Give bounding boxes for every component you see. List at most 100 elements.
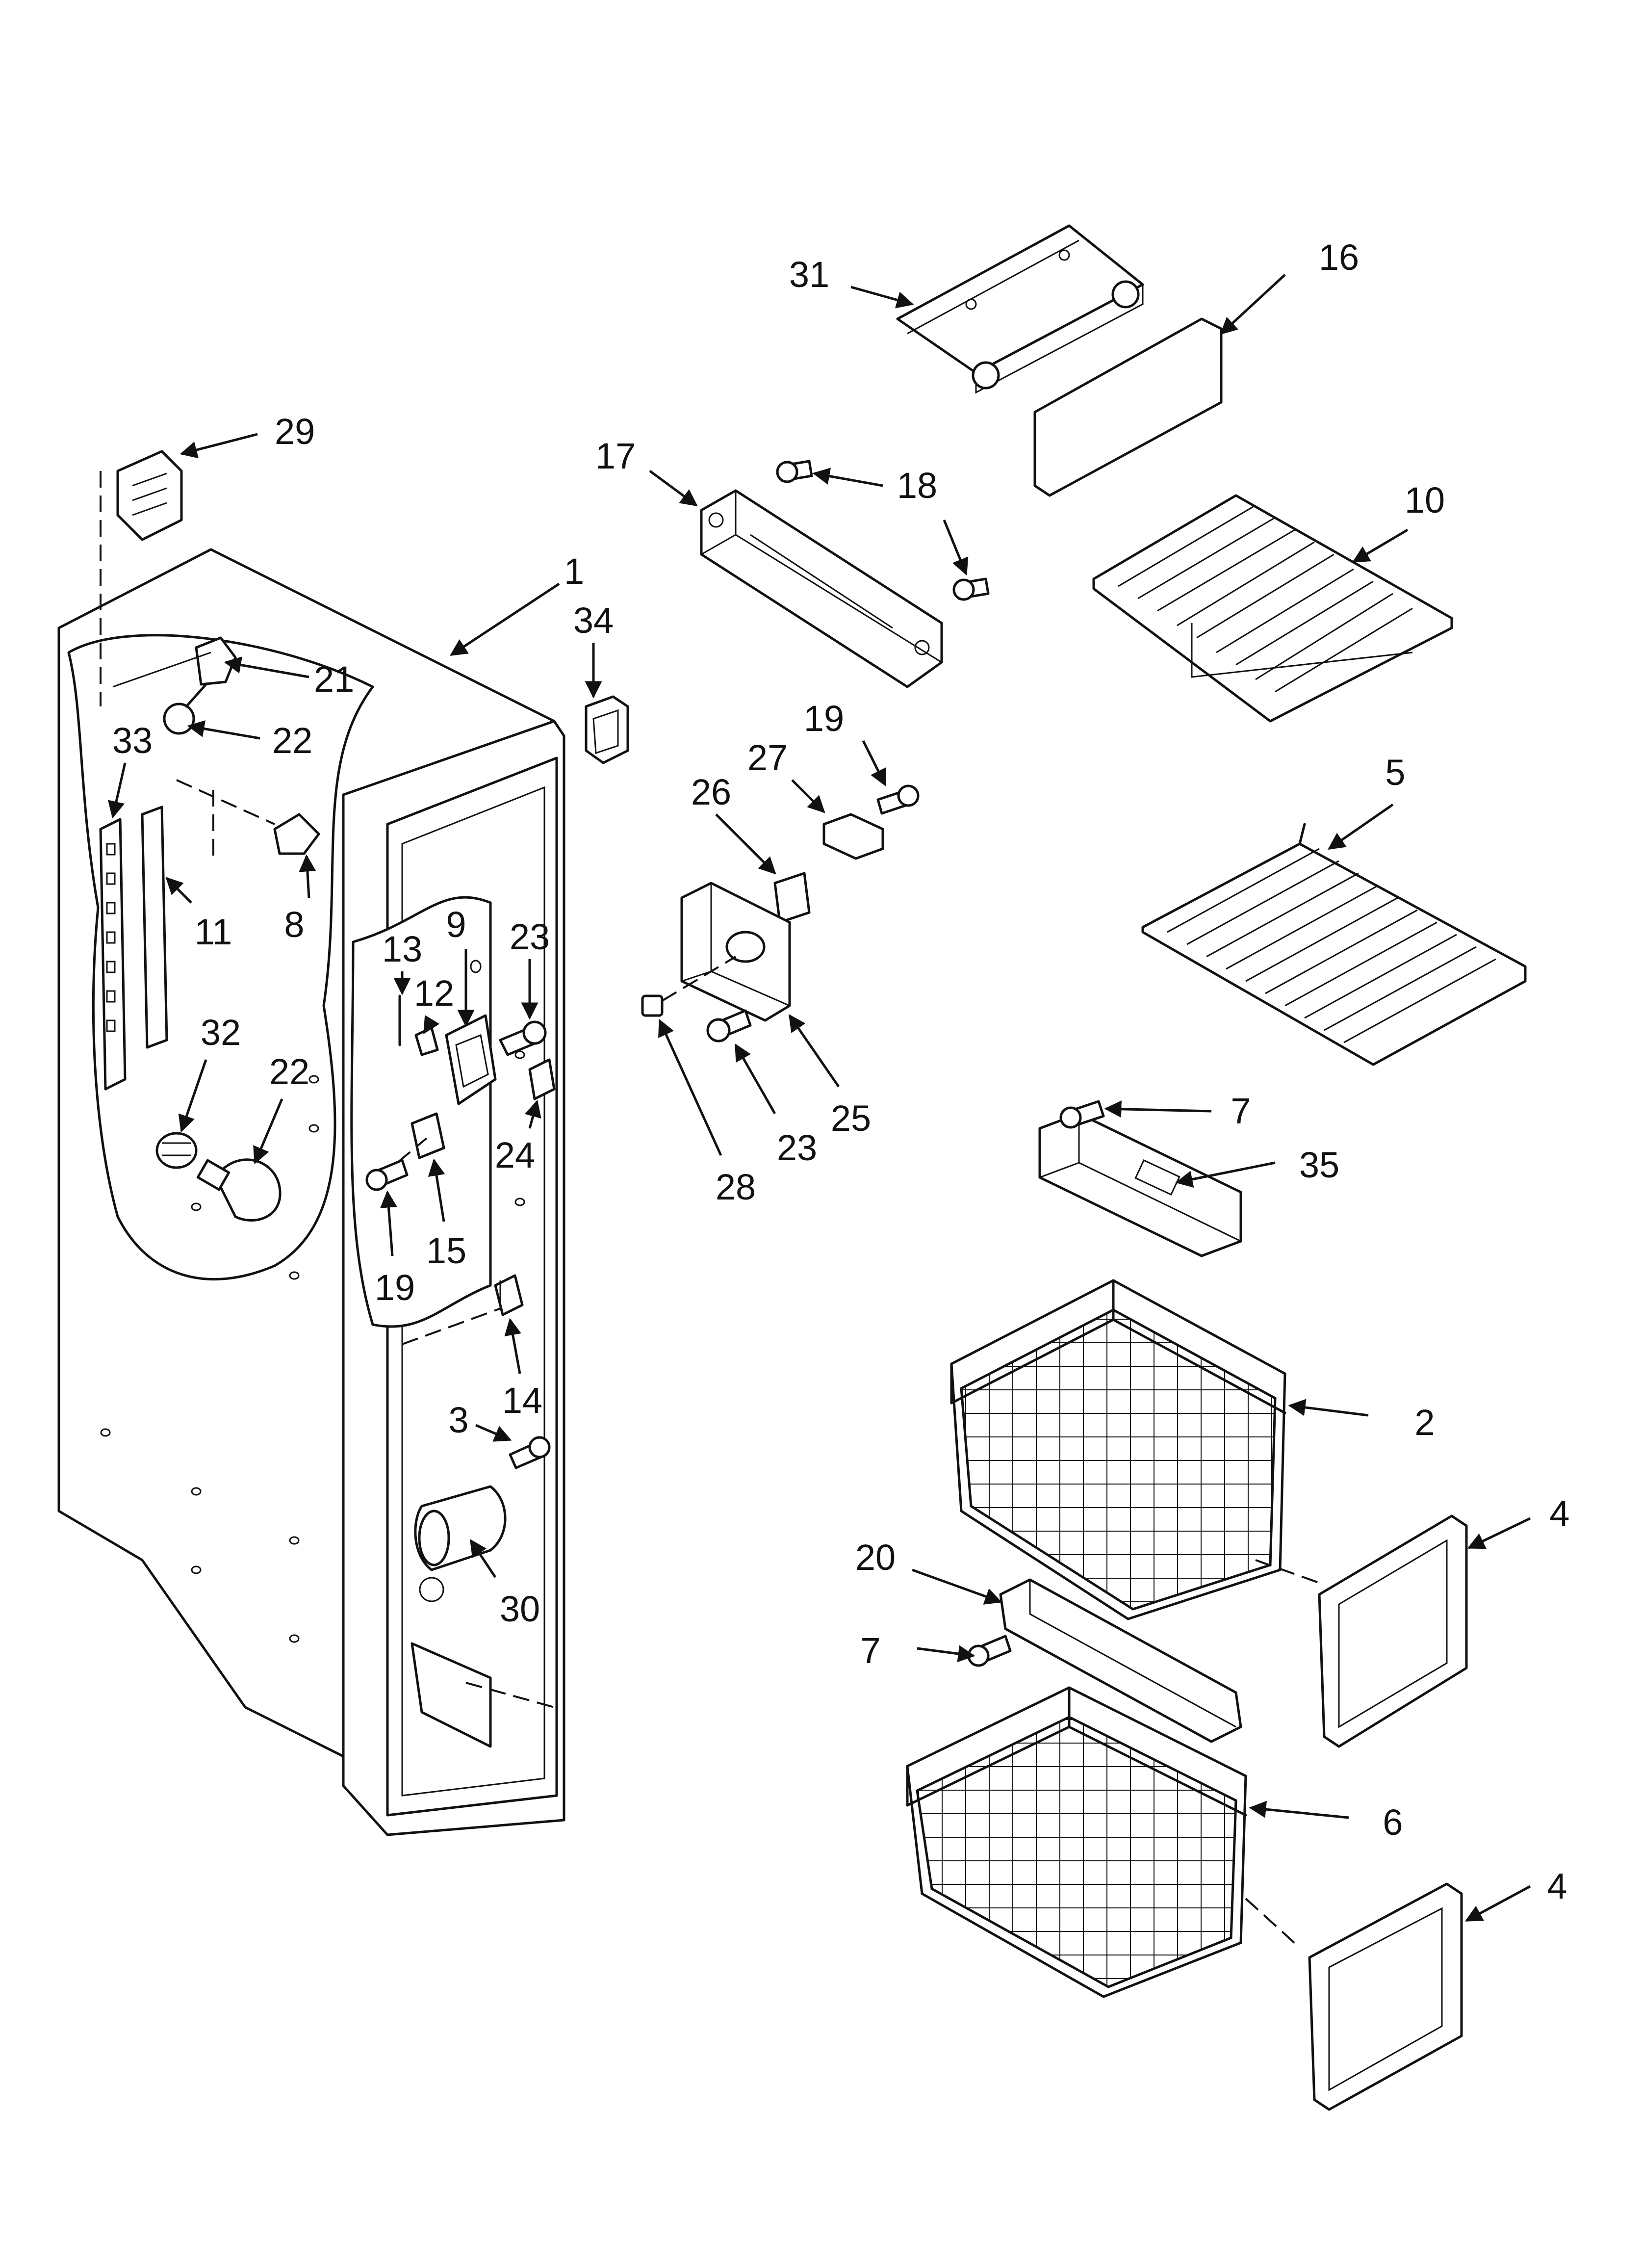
callout-7a: 7 bbox=[1231, 1091, 1251, 1131]
callout-17: 17 bbox=[595, 436, 636, 476]
callout-28: 28 bbox=[716, 1167, 756, 1207]
callout-19a: 19 bbox=[375, 1267, 415, 1308]
callout-18: 18 bbox=[897, 465, 937, 506]
part-4-drawer-front-lower bbox=[1245, 1882, 1463, 2111]
part-23-screw bbox=[499, 1020, 547, 1056]
callout-11: 11 bbox=[195, 912, 232, 952]
callout-22a: 22 bbox=[272, 720, 312, 761]
callout-30: 30 bbox=[500, 1589, 540, 1629]
part-27-board bbox=[822, 813, 884, 860]
part-14-switch bbox=[494, 1274, 524, 1316]
leader-35 bbox=[1175, 1161, 1276, 1188]
callout-32: 32 bbox=[201, 1012, 241, 1053]
leader-3 bbox=[475, 1424, 512, 1442]
leader-2 bbox=[1288, 1399, 1369, 1417]
leader-29 bbox=[180, 433, 258, 459]
leader-10 bbox=[1352, 528, 1409, 563]
leader-33 bbox=[107, 762, 127, 819]
part-31-cover bbox=[896, 224, 1144, 394]
callout-1: 1 bbox=[564, 551, 584, 592]
part-22-bulb bbox=[196, 1158, 282, 1222]
leader-23b bbox=[734, 1043, 776, 1115]
leader-28 bbox=[658, 1018, 722, 1156]
callout-35: 35 bbox=[1299, 1145, 1339, 1185]
part-6-basket bbox=[906, 1686, 1247, 1998]
callout-31: 31 bbox=[789, 254, 829, 295]
leader-26 bbox=[715, 813, 776, 875]
leader-25 bbox=[788, 1014, 840, 1088]
callout-24: 24 bbox=[495, 1135, 535, 1175]
part-35-bracket bbox=[1038, 1112, 1242, 1257]
part-7-screw-b bbox=[967, 1635, 1012, 1667]
leader-14 bbox=[504, 1318, 521, 1374]
part-33-rail bbox=[99, 818, 127, 1091]
part-23-screw-b bbox=[706, 1009, 752, 1043]
part-2-basket bbox=[950, 1279, 1325, 1620]
leader-6 bbox=[1249, 1800, 1349, 1819]
part-18-screw bbox=[776, 460, 990, 601]
callout-34: 34 bbox=[573, 600, 614, 641]
part-11-rail bbox=[141, 806, 168, 1049]
callout-5: 5 bbox=[1385, 752, 1405, 793]
part-19-screw bbox=[365, 1159, 409, 1191]
callout-23b: 23 bbox=[777, 1127, 817, 1168]
leader-30 bbox=[469, 1539, 497, 1578]
callout-8: 8 bbox=[284, 904, 304, 945]
callout-26: 26 bbox=[691, 772, 731, 812]
part-17-channel bbox=[700, 489, 943, 688]
part-34-bracket bbox=[585, 695, 629, 764]
leader-27 bbox=[791, 779, 825, 813]
leader-16 bbox=[1220, 274, 1286, 335]
callout-12: 12 bbox=[414, 973, 454, 1014]
leader-20 bbox=[912, 1568, 1002, 1605]
callout-27: 27 bbox=[747, 737, 788, 778]
part-19-screw-b bbox=[876, 784, 920, 815]
leader-lines bbox=[107, 274, 1531, 1922]
leader-7a bbox=[1104, 1100, 1212, 1118]
leader-17 bbox=[649, 469, 698, 507]
part-3-screw bbox=[509, 1436, 551, 1469]
leader-5 bbox=[1328, 803, 1394, 850]
callout-10: 10 bbox=[1405, 480, 1445, 521]
leader-31 bbox=[850, 286, 914, 309]
callout-19b: 19 bbox=[804, 698, 844, 739]
callout-labels: 29 1 34 21 22 33 11 8 32 22 13 12 9 23 2… bbox=[112, 237, 1570, 1906]
part-16-panel bbox=[1033, 317, 1223, 497]
part-20-rail bbox=[999, 1578, 1242, 1743]
callout-16: 16 bbox=[1319, 237, 1359, 278]
callout-21: 21 bbox=[314, 659, 354, 700]
leader-21 bbox=[224, 656, 309, 678]
callout-2: 2 bbox=[1414, 1402, 1435, 1443]
leader-18a bbox=[812, 468, 883, 487]
part-24-bracket bbox=[514, 1050, 556, 1100]
part-7-screw bbox=[1059, 1100, 1105, 1129]
leader-19a bbox=[380, 1190, 397, 1256]
leader-32 bbox=[178, 1059, 207, 1133]
callout-4a: 4 bbox=[1549, 1493, 1569, 1534]
leader-22a bbox=[187, 720, 260, 740]
callout-25: 25 bbox=[831, 1098, 871, 1139]
callout-33: 33 bbox=[112, 720, 153, 761]
leader-15 bbox=[428, 1158, 445, 1222]
callout-29: 29 bbox=[275, 411, 315, 452]
part-32-socket bbox=[155, 1132, 198, 1169]
part-26-bracket bbox=[773, 872, 811, 924]
callout-9: 9 bbox=[446, 904, 466, 945]
callout-4b: 4 bbox=[1547, 1866, 1567, 1906]
leader-11 bbox=[165, 877, 192, 904]
part-28-knob bbox=[641, 956, 737, 1017]
callout-6: 6 bbox=[1383, 1802, 1403, 1843]
leader-18b bbox=[943, 520, 969, 576]
leader-4b bbox=[1464, 1885, 1531, 1922]
part-8-clip bbox=[176, 779, 320, 863]
callout-23a: 23 bbox=[510, 916, 550, 957]
callout-7b: 7 bbox=[860, 1630, 880, 1671]
callout-22b: 22 bbox=[269, 1051, 309, 1092]
leader-8 bbox=[299, 854, 316, 898]
part-4-drawer-front-upper bbox=[1318, 1514, 1468, 1748]
part-10-shelf bbox=[1092, 494, 1453, 723]
leader-24 bbox=[524, 1099, 541, 1129]
callout-15: 15 bbox=[426, 1230, 466, 1271]
callout-20: 20 bbox=[855, 1537, 896, 1578]
